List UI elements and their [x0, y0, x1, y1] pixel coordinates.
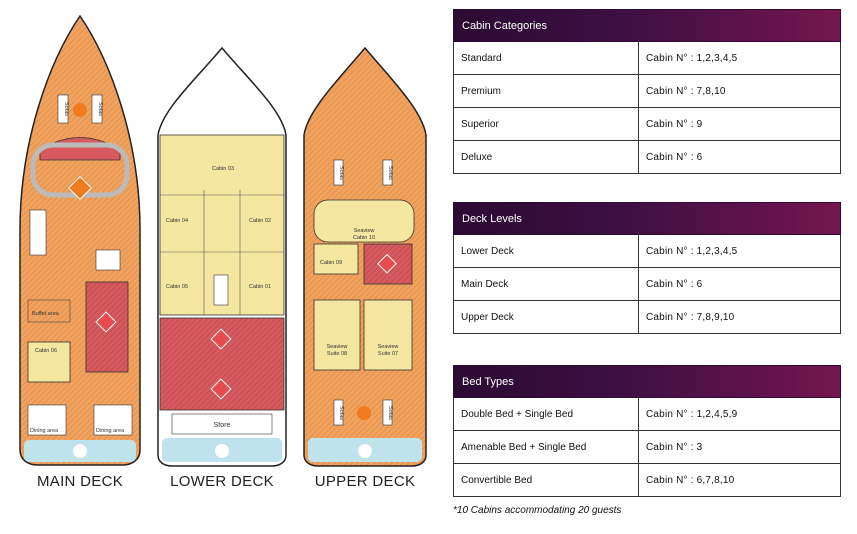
table-row: Main Deck Cabin N° : 6 [453, 268, 841, 301]
lower-deck-title: LOWER DECK [170, 473, 274, 490]
table-row: Double Bed + Single Bed Cabin N° : 1,2,4,… [453, 398, 841, 431]
table-row: Convertible Bed Cabin N° : 6,7,8,10 [453, 464, 841, 497]
main-dining-right [93, 404, 133, 436]
deck-levels-header: Deck Levels [453, 202, 841, 235]
main-side-panel [29, 209, 47, 256]
lower-cabin-04-label: Cabin 04 [166, 218, 188, 224]
lower-cabin-03-label: Cabin 03 [212, 166, 234, 172]
deck-levels-table: Deck Levels Lower Deck Cabin N° : 1,2,3,4… [453, 202, 841, 334]
bed-types-header: Bed Types [453, 365, 841, 398]
main-diamond-sign [67, 175, 93, 201]
upper-suite-07 [363, 299, 413, 371]
upper-sofa-label-3: Sofas [338, 406, 344, 420]
upper-sofa-label-1: Sofas [338, 166, 344, 180]
row-value: Cabin N° : 6 [646, 278, 703, 290]
upper-cabin-09 [313, 243, 359, 275]
main-buffet-label: Buffet area [32, 311, 60, 317]
upper-cabin-10-label-1: Seaview [354, 228, 375, 234]
row-label: Standard [454, 42, 639, 74]
row-label: Upper Deck [454, 301, 639, 333]
upper-seaview-cabin-10 [313, 199, 415, 243]
row-label: Lower Deck [454, 235, 639, 267]
row-value: Cabin N° : 7,8,10 [646, 85, 726, 97]
upper-sofa-3 [333, 399, 344, 426]
row-label: Convertible Bed [454, 464, 639, 496]
upper-sofa-1 [333, 159, 344, 186]
table-row: Premium Cabin N° : 7,8,10 [453, 75, 841, 108]
upper-suite-08-label-2: Suite 08 [327, 351, 347, 357]
main-center-sign [95, 311, 117, 333]
lower-cabin-02-label: Cabin 02 [249, 218, 271, 224]
upper-water-icon [358, 444, 372, 458]
main-cabin-06 [27, 341, 71, 383]
lower-sign-1 [210, 328, 232, 350]
upper-sofa-2 [382, 159, 393, 186]
main-dining-label-2: Dining area [96, 428, 125, 434]
main-sofa-left [57, 94, 69, 124]
footnote: *10 Cabins accommodating 20 guests [453, 505, 622, 516]
table-row: Deluxe Cabin N° : 6 [453, 141, 841, 174]
upper-sofa-label-2: Sofas [387, 166, 393, 180]
main-deck-title: MAIN DECK [36, 473, 124, 490]
row-label: Amenable Bed + Single Bed [454, 431, 639, 463]
lower-stairs [213, 274, 229, 306]
main-stairs [95, 249, 121, 271]
upper-suite-07-label-1: Seaview [378, 344, 399, 350]
upper-suite-08 [313, 299, 361, 371]
row-value: Cabin N° : 6,7,8,10 [646, 474, 735, 486]
upper-deck-title: UPPER DECK [314, 473, 416, 490]
row-label: Deluxe [454, 141, 639, 173]
row-label: Premium [454, 75, 639, 107]
table-row: Superior Cabin N° : 9 [453, 108, 841, 141]
table-row: Amenable Bed + Single Bed Cabin N° : 3 [453, 431, 841, 464]
lower-cabin-01-label: Cabin 01 [249, 284, 271, 290]
main-bow-icon [73, 103, 87, 117]
row-value: Cabin N° : 1,2,3,4,5 [646, 52, 738, 64]
cabin-categories-table: Cabin Categories Standard Cabin N° : 1,2,… [453, 9, 841, 174]
table-row: Upper Deck Cabin N° : 7,8,9,10 [453, 301, 841, 334]
row-value: Cabin N° : 1,2,3,4,5 [646, 245, 738, 257]
upper-cabin-09-label: Cabin 09 [320, 260, 342, 266]
upper-sofa-label-4: Sofas [387, 406, 393, 420]
lower-cabin-05-label: Cabin 05 [166, 284, 188, 290]
table-row: Standard Cabin N° : 1,2,3,4,5 [453, 42, 841, 75]
main-dining-label-1: Dining area [30, 428, 59, 434]
lower-sign-2 [210, 378, 232, 400]
lower-deck-plan: Cabin 03 Cabin 04 Cabin 02 Cabin 05 Cabi… [157, 46, 287, 467]
upper-deck-plan: Sofas Sofas Seaview Cabin 10 Cabin 09 Se… [303, 46, 427, 467]
row-value: Cabin N° : 3 [646, 441, 703, 453]
row-value: Cabin N° : 6 [646, 151, 703, 163]
upper-sofa-4 [382, 399, 393, 426]
row-label: Superior [454, 108, 639, 140]
main-dining-left [27, 404, 67, 436]
main-deck-plan: Sofas Sofas Buffet area Cabin 06 Dining … [19, 14, 141, 466]
row-value: Cabin N° : 7,8,9,10 [646, 311, 735, 323]
lower-store [171, 413, 273, 435]
main-sofa-label-1: Sofas [63, 102, 69, 116]
row-value: Cabin N° : 1,2,4,5,9 [646, 408, 738, 420]
lower-store-label: Store [214, 422, 231, 429]
main-cabin-06-label: Cabin 06 [35, 348, 57, 354]
row-label: Main Deck [454, 268, 639, 300]
main-sofa-right [91, 94, 103, 124]
row-value: Cabin N° : 9 [646, 118, 703, 130]
row-label: Double Bed + Single Bed [454, 398, 639, 430]
upper-bow-icon [357, 406, 371, 420]
main-buffet-area [27, 299, 71, 323]
deck-plans: Sofas Sofas Buffet area Cabin 06 Dining … [19, 14, 427, 467]
deck-plans-svg: Sofas Sofas Buffet area Cabin 06 Dining … [19, 14, 427, 467]
upper-suite-08-label-1: Seaview [327, 344, 348, 350]
upper-suite-07-label-2: Suite 07 [378, 351, 398, 357]
table-row: Lower Deck Cabin N° : 1,2,3,4,5 [453, 235, 841, 268]
main-water-icon [73, 444, 87, 458]
main-sofa-label-2: Sofas [97, 102, 103, 116]
upper-cabin-10-label-2: Cabin 10 [353, 235, 375, 241]
lower-water-icon [215, 444, 229, 458]
upper-sign [377, 253, 397, 274]
cabin-categories-header: Cabin Categories [453, 9, 841, 42]
